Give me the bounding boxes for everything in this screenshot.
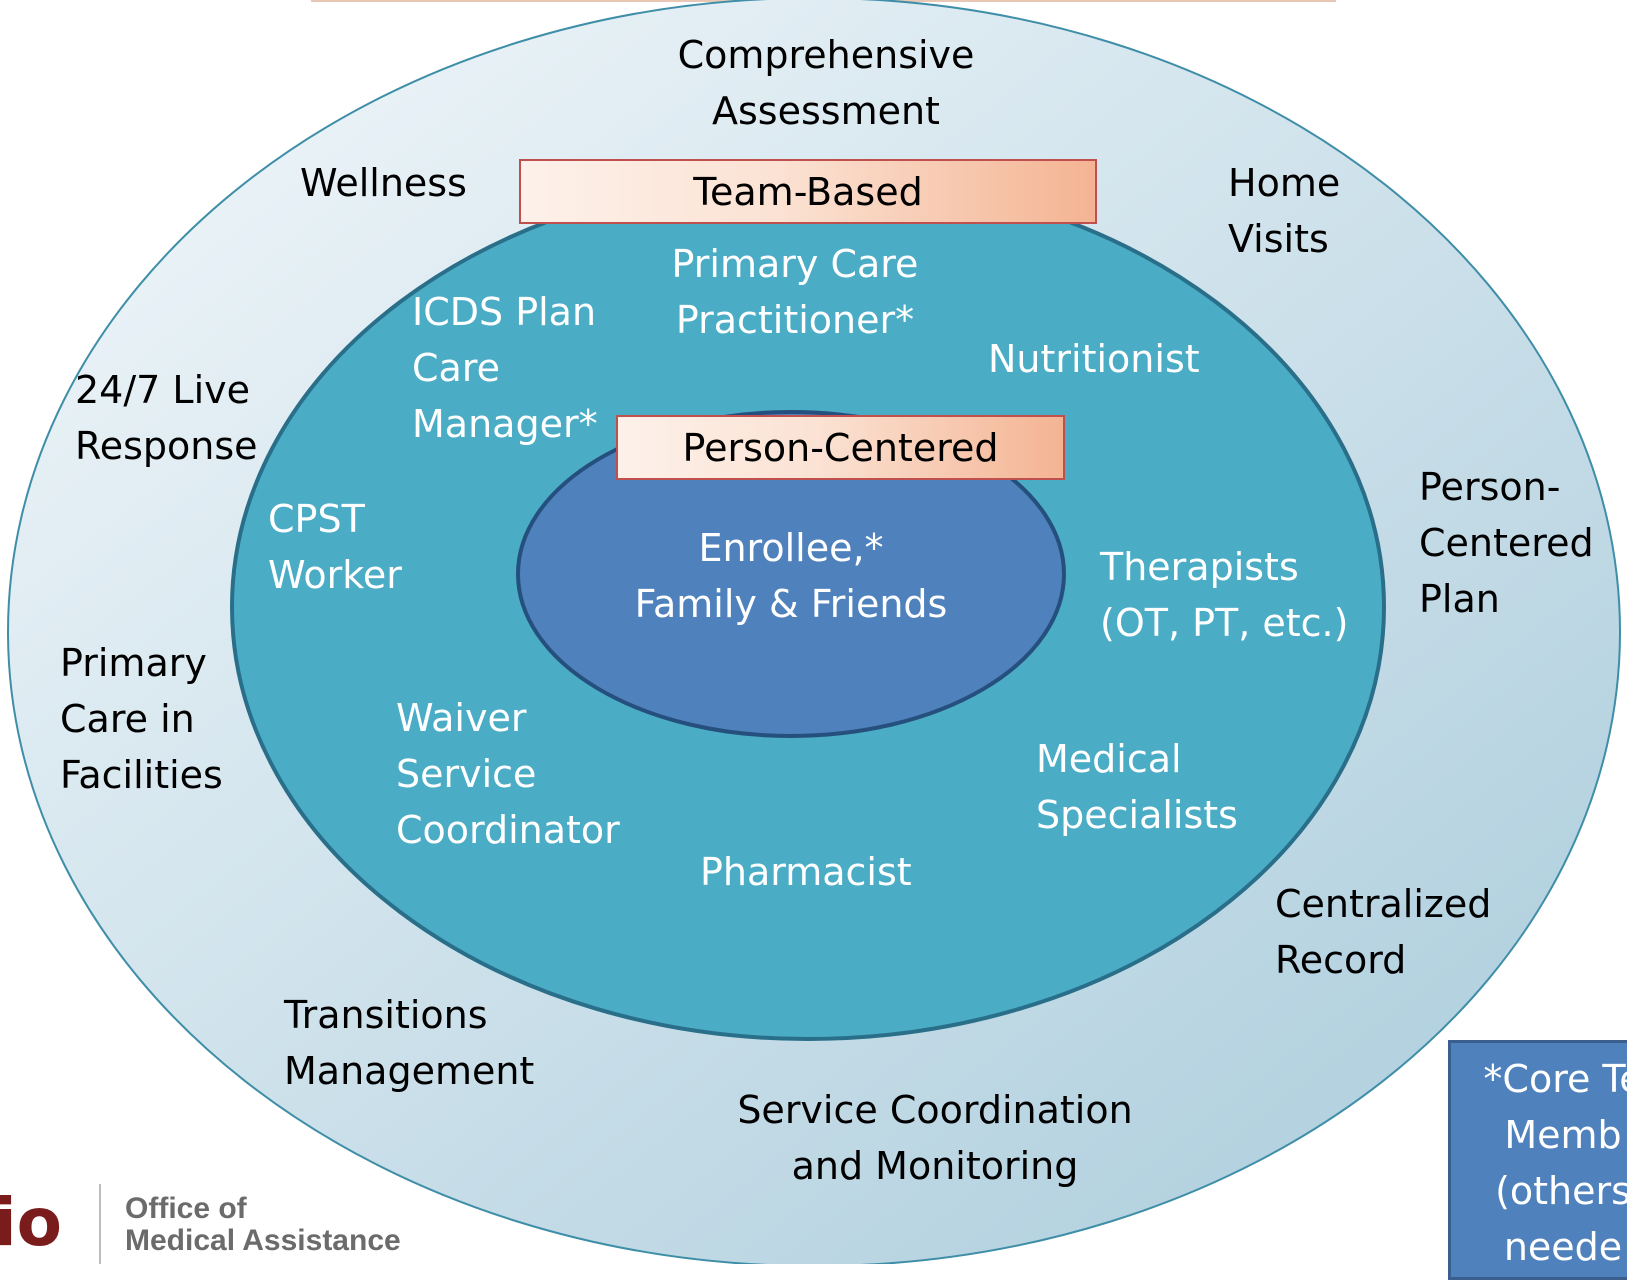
live-response-label: 24/7 Live Response <box>75 368 258 468</box>
comprehensive-assessment-label: Comprehensive Assessment <box>677 33 975 133</box>
centralized-record-label: Centralized Record <box>1275 882 1492 982</box>
team-based-banner: Team-Based <box>519 159 1097 224</box>
primary-care-practitioner-label: Primary Care Practitioner* <box>671 242 919 342</box>
primary-care-facilities-label: Primary Care in Facilities <box>60 641 223 797</box>
service-coordination-label: Service Coordination and Monitoring <box>737 1088 1133 1188</box>
person-centered-banner: Person-Centered <box>616 415 1065 480</box>
person-centered-plan-label: Person- Centered Plan <box>1419 465 1594 621</box>
waiver-coordinator-label: Waiver Service Coordinator <box>396 696 620 852</box>
transitions-management-label: Transitions Management <box>284 993 535 1093</box>
office-logo-text: Office of Medical Assistance <box>125 1192 401 1257</box>
enrollee-label: Enrollee,* Family & Friends <box>634 526 948 626</box>
therapists-label: Therapists (OT, PT, etc.) <box>1100 545 1349 645</box>
home-visits-label: Home Visits <box>1228 161 1341 261</box>
center-ring <box>516 410 1066 738</box>
icds-care-manager-label: ICDS Plan Care Manager* <box>412 290 598 446</box>
cpst-worker-label: CPST Worker <box>268 497 402 597</box>
pharmacist-label: Pharmacist <box>700 850 912 894</box>
logo-divider <box>99 1184 101 1264</box>
nutritionist-label: Nutritionist <box>988 337 1200 381</box>
ohio-logo-mark: io <box>0 1184 62 1261</box>
medical-specialists-label: Medical Specialists <box>1036 737 1238 837</box>
wellness-label: Wellness <box>300 161 467 205</box>
core-team-note: *Core Te Memb (others neede <box>1448 1040 1627 1280</box>
